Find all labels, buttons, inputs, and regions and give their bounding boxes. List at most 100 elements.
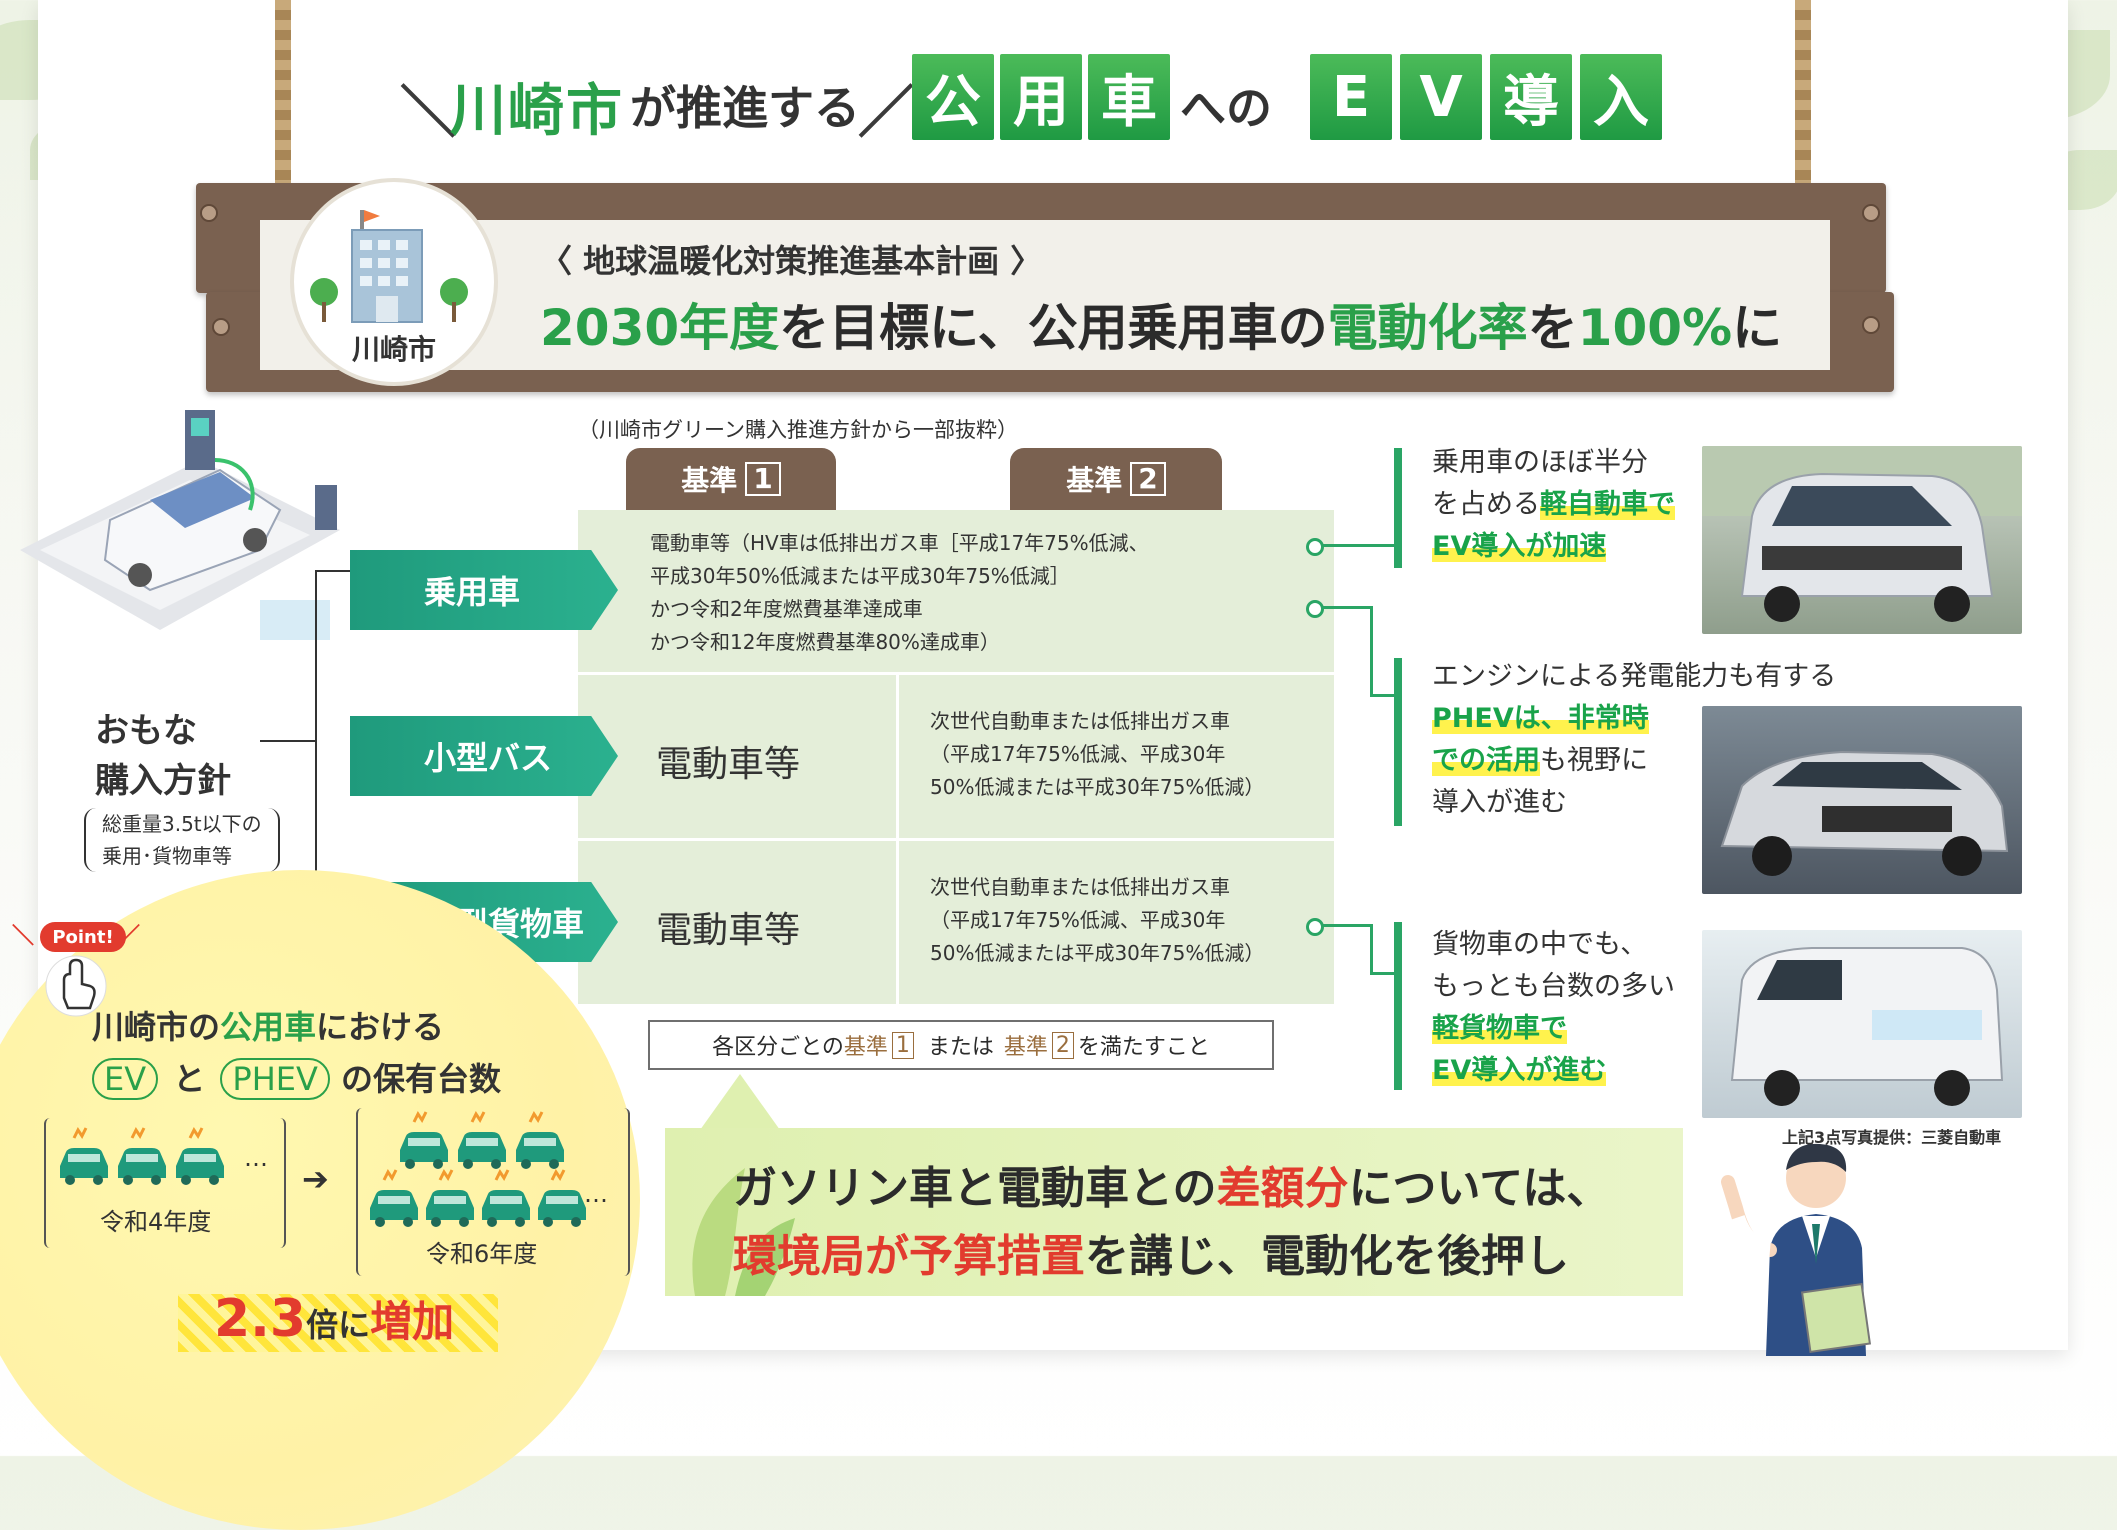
title-tile: E	[1310, 54, 1392, 140]
callout-line-1: ガソリン車と電動車との差額分については、	[733, 1152, 1610, 1216]
ev-charging-illustration	[20, 410, 340, 640]
photo-credit: 上記3点写真提供：三菱自動車	[1782, 1128, 2002, 1147]
nail-icon	[1862, 204, 1880, 222]
banner-subtitle: 〈 地球温暖化対策推進基本計画 〉	[540, 242, 1043, 280]
right-note-phev: エンジンによる発電能力も有する PHEVは、非常時 での活用も視野に 導入が進む	[1432, 656, 1836, 824]
title-slash-left: ＼	[400, 81, 456, 146]
policy-sub-line: 総重量3.5t以下の	[102, 812, 262, 836]
row-label-small-bus: 小型バス	[350, 716, 618, 796]
small-bus-criterion-2: 次世代自動車または低排出ガス車 （平成17年75%低減、平成30年 50%低減ま…	[930, 705, 1264, 804]
banner-panel	[260, 220, 1830, 370]
note-line: 導入が進む	[1432, 787, 1567, 818]
point-text: における	[316, 1008, 445, 1046]
callout-text: を講じ、電動化を後押し	[1085, 1231, 1569, 1282]
header-label: 基準	[1066, 464, 1123, 497]
rope-left	[275, 0, 291, 190]
connector-line	[1370, 972, 1394, 975]
growth-arrow-icon: ➔	[302, 1160, 329, 1198]
note-highlight: 軽自動車で	[1540, 489, 1675, 520]
callout-text: ガソリン車と電動車との	[733, 1163, 1217, 1214]
point-badge: Point!	[40, 922, 126, 952]
title-tile: 入	[1580, 54, 1662, 140]
table-footnote: 各区分ごとの 基準 1 または 基準 2 を満たすこと	[648, 1020, 1274, 1070]
after-bracket	[356, 1108, 630, 1276]
criteria-line: 次世代自動車または低排出ガス車	[930, 875, 1230, 899]
title-tile: V	[1400, 54, 1482, 140]
row-divider	[578, 672, 1334, 675]
point-text: の保有台数	[341, 1060, 502, 1098]
connector-line	[1322, 606, 1372, 609]
note-highlight: EV導入が進む	[1432, 1055, 1607, 1086]
staff-mascot-icon	[1721, 1143, 1872, 1356]
banner-highlight: 電動化率	[1327, 299, 1528, 357]
note-line: 貨物車の中でも、	[1432, 929, 1648, 960]
ev-car-icon	[516, 1111, 564, 1169]
rope-right	[1795, 0, 1811, 190]
ev-car-icon	[118, 1127, 166, 1185]
policy-title: おもな 購入方針	[95, 706, 231, 806]
note-highlight: PHEVは、非常時	[1432, 703, 1649, 734]
building-label: 川崎市	[351, 333, 436, 366]
title-tile: 車	[1088, 54, 1170, 140]
table-body	[578, 510, 1334, 1004]
car-photo-icon	[1730, 947, 2004, 1106]
banner-text: を目標に、公用乗用車の	[779, 299, 1328, 357]
nail-icon	[200, 204, 218, 222]
note-line: を占める	[1432, 489, 1540, 520]
title-city: 川崎市	[450, 79, 624, 144]
ev-car-icon	[176, 1127, 224, 1185]
callout-line-2: 環境局が予算措置を講じ、電動化を後押し	[733, 1220, 1569, 1284]
car-photo-icon	[1720, 750, 2009, 876]
point-text: 川崎市の	[92, 1008, 221, 1046]
criteria-line: 50%低減または平成30年75%低減）	[930, 775, 1265, 799]
banner-highlight: 2030年度	[540, 299, 780, 357]
row-divider	[578, 838, 1334, 841]
connector-dot	[1306, 600, 1324, 618]
before-cars-icons	[60, 1127, 224, 1185]
photo-phev-suv	[1702, 706, 2022, 894]
bottom-callout: ガソリン車と電動車との差額分については、 環境局が予算措置を講じ、電動化を後押し	[665, 1128, 1683, 1296]
ev-car-icon	[400, 1111, 448, 1169]
section-bar	[1394, 448, 1402, 568]
ev-car-icon	[482, 1169, 530, 1227]
bracket-line	[260, 740, 316, 742]
criteria-line: （平成17年75%低減、平成30年	[930, 742, 1226, 766]
point-highlight: 公用車	[220, 1008, 317, 1046]
header-number: 1	[745, 462, 781, 496]
callout-highlight: 環境局が予算措置	[733, 1231, 1085, 1282]
after-cars-icons	[370, 1111, 586, 1227]
connector-line	[1370, 694, 1394, 697]
title-promotes: が推進する	[630, 81, 860, 135]
criteria-line: 平成30年50%低減または平成30年75%低減］	[650, 564, 1070, 588]
point-line-1: 川崎市の公用車における	[92, 1002, 444, 1048]
header-criterion-2: 基準 2	[1010, 448, 1222, 510]
note-line: エンジンによる発電能力も有する	[1432, 661, 1837, 692]
header-label: 基準	[681, 464, 738, 497]
footnote-criterion: 基準	[843, 1035, 888, 1060]
banner-main-message: 2030年度を目標に、公用乗用車の電動化率を100%に	[540, 288, 1782, 360]
ev-car-icon	[538, 1169, 586, 1227]
bracket-line	[315, 570, 355, 572]
title-slash-right: ／	[858, 81, 914, 146]
photo-kei-truck	[1702, 930, 2022, 1118]
before-bracket	[44, 1118, 286, 1248]
policy-title-line: 購入方針	[95, 761, 231, 801]
callout-highlight: 差額分	[1216, 1163, 1349, 1214]
criteria-line: 50%低減または平成30年75%低減）	[930, 941, 1265, 965]
right-note-kei-truck: 貨物車の中でも、 もっとも台数の多い 軽貨物車で EV導入が進む	[1432, 924, 1675, 1092]
policy-subtitle: 総重量3.5t以下の 乗用･貨物車等	[84, 808, 280, 872]
note-line: もっとも台数の多い	[1432, 971, 1675, 1002]
ev-car-icon	[370, 1169, 418, 1227]
spark-icon: ＼	[12, 924, 35, 949]
connector-dot	[1306, 918, 1324, 936]
connector-line	[1322, 544, 1394, 547]
after-ellipsis: …	[584, 1180, 608, 1208]
title-tile: 導	[1490, 54, 1572, 140]
criteria-line: （平成17年75%低減、平成30年	[930, 908, 1226, 932]
connector-line	[1370, 606, 1373, 696]
connector-line	[1322, 924, 1372, 927]
footnote-number: 1	[891, 1031, 914, 1059]
footnote-text: を満たすこと	[1077, 1035, 1210, 1060]
point-text: と	[173, 1060, 206, 1098]
column-divider	[896, 675, 899, 1004]
